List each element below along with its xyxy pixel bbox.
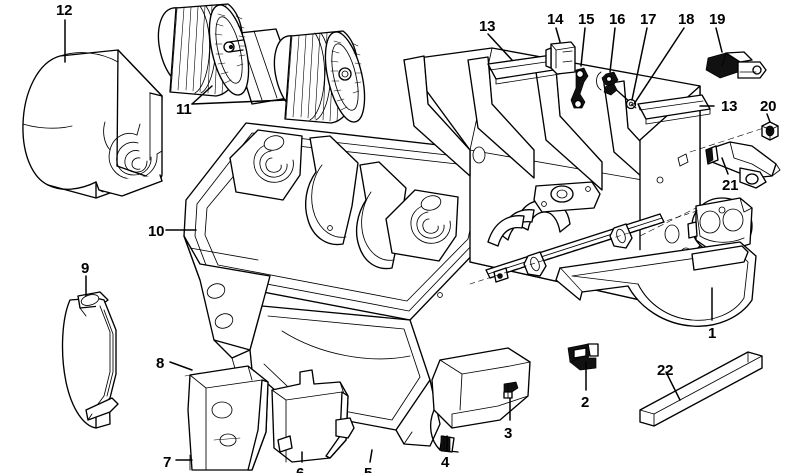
- callout-label-lower-bracket: 7: [163, 454, 172, 471]
- part-flap-lever: [630, 103, 637, 109]
- part-lever-link: [570, 67, 589, 109]
- leader-lines: [64, 19, 771, 463]
- case-vanes: [403, 55, 671, 203]
- part-blower-wheel-pair: [157, 3, 366, 124]
- part-hose-assembly: [487, 181, 601, 247]
- callout-label-lower-housing-shell: 1: [708, 325, 717, 342]
- part-blower-motor-cover: [22, 49, 163, 199]
- callout-label-side-seal-gasket: 9: [81, 260, 90, 277]
- blower-wheel-right: [273, 30, 366, 124]
- callout-label-flap-cover: 6: [296, 466, 304, 473]
- part-water-valve-lever: [639, 125, 781, 237]
- blower-wheel-left: [157, 3, 250, 97]
- part-side-seal-gasket: [61, 291, 119, 429]
- callout-label-foam-seal-strip-right: 13: [721, 98, 738, 115]
- callout-label-flap-lever: 18: [678, 11, 695, 28]
- part-clip-bracket: [545, 41, 576, 75]
- part-foam-strip-long: [639, 351, 763, 427]
- callout-label-clip-bracket: 14: [547, 11, 564, 28]
- callout-label-hex-nut: 20: [760, 98, 777, 115]
- callout-label-blower-motor-cover: 12: [56, 2, 73, 19]
- callout-label-cable-clamp: 2: [581, 394, 590, 411]
- part-foot-duct: [429, 347, 531, 453]
- callout-label-clip-fastener: 4: [441, 454, 450, 471]
- part-control-rod: [469, 209, 701, 285]
- callout-label-small-clip: 3: [504, 425, 513, 442]
- part-heater-valve-body: [679, 197, 753, 265]
- part-flap-cover: [271, 369, 355, 463]
- part-cable-clamp: [567, 343, 599, 371]
- callout-label-mounting-plate: 8: [156, 355, 165, 372]
- part-hex-nut: [761, 121, 779, 141]
- callout-label-pivot-bushing: 16: [609, 11, 626, 28]
- part-actuator-motor: [705, 51, 767, 79]
- callout-label-foam-seal-strip-left: 13: [479, 18, 496, 35]
- part-lower-housing-shell: [555, 241, 757, 327]
- callout-label-retaining-screw: 5: [364, 466, 372, 473]
- callout-label-lever-link: 15: [578, 11, 595, 28]
- callout-label-upper-housing-shell: 10: [148, 223, 165, 240]
- callout-label-actuator-motor: 19: [709, 11, 726, 28]
- part-foam-seal-strip-right: [637, 94, 711, 125]
- part-mounting-plate: [184, 365, 269, 471]
- callout-label-connecting-rod: 17: [640, 11, 657, 28]
- callout-label-blower-wheel-pair: 11: [176, 101, 192, 118]
- volute-spiral: [108, 123, 163, 180]
- housing-inlet-right: [385, 189, 459, 262]
- callout-label-water-valve-lever: 21: [722, 177, 739, 194]
- part-small-clip: [503, 381, 519, 399]
- housing-inlet-left: [229, 129, 303, 201]
- callout-label-foam-strip-long: 22: [657, 362, 674, 379]
